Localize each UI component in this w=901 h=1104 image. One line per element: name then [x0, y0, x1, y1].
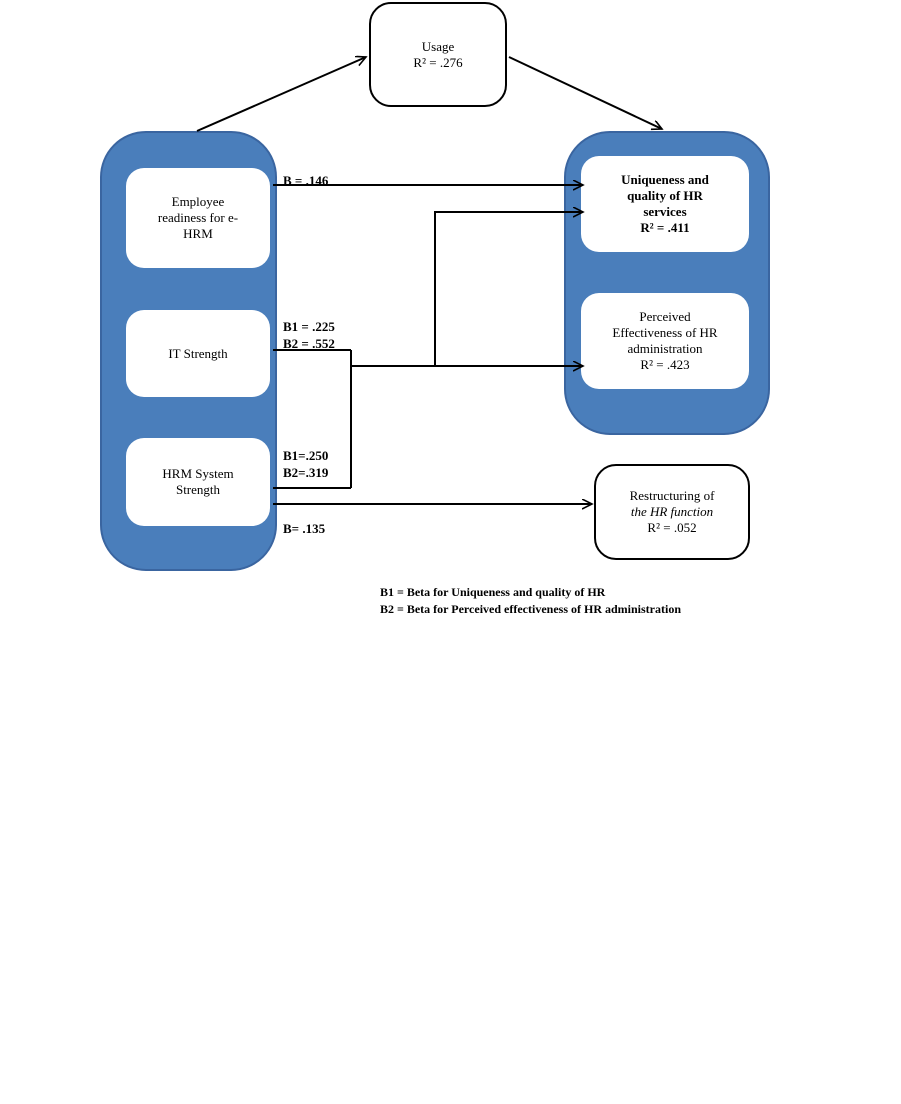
it-strength-node: IT Strength	[126, 310, 270, 397]
coef-it-strength: B1 = .225 B2 = .552	[283, 319, 335, 351]
arrow-usage-to-outcomes	[508, 56, 662, 129]
it-strength-label: IT Strength	[168, 345, 228, 361]
coef-hrm-system-strength: B1=.250 B2=.319	[283, 448, 329, 480]
usage-node: Usage R² = .276	[369, 2, 507, 107]
hrm-system-strength-label: HRM System Strength	[162, 466, 234, 497]
hrm-system-strength-node: HRM System Strength	[126, 438, 270, 526]
coef-hrm-restructuring: B= .135	[283, 521, 326, 536]
legend-b1: B1 = Beta for Uniqueness and quality of …	[380, 585, 606, 599]
uniqueness-node: Uniqueness and quality of HR services R²…	[581, 156, 749, 252]
restructuring-node: Restructuring of the HR function R² = .0…	[594, 464, 750, 560]
usage-label: Usage	[421, 38, 455, 54]
perceived-effectiveness-node: Perceived Effectiveness of HR administra…	[581, 293, 749, 389]
legend-b2: B2 = Beta for Perceived effectiveness of…	[380, 602, 681, 616]
restructuring-label: Restructuring of	[629, 488, 715, 503]
coef-employee-readiness: B = .146	[283, 173, 329, 188]
uniqueness-label: Uniqueness and quality of HR services R²…	[621, 172, 709, 235]
restructuring-r2: R² = .052	[647, 520, 697, 535]
employee-readiness-label: Employee readiness for e- HRM	[157, 194, 239, 241]
usage-r2: R² = .276	[413, 54, 463, 70]
arrow-predictors-to-usage	[196, 57, 366, 132]
perceived-effectiveness-label: Perceived Effectiveness of HR administra…	[612, 309, 718, 372]
restructuring-label-italic: the HR function	[630, 504, 714, 519]
arrow-merge-to-uniqueness	[434, 212, 583, 366]
employee-readiness-node: Employee readiness for e- HRM	[126, 168, 270, 268]
